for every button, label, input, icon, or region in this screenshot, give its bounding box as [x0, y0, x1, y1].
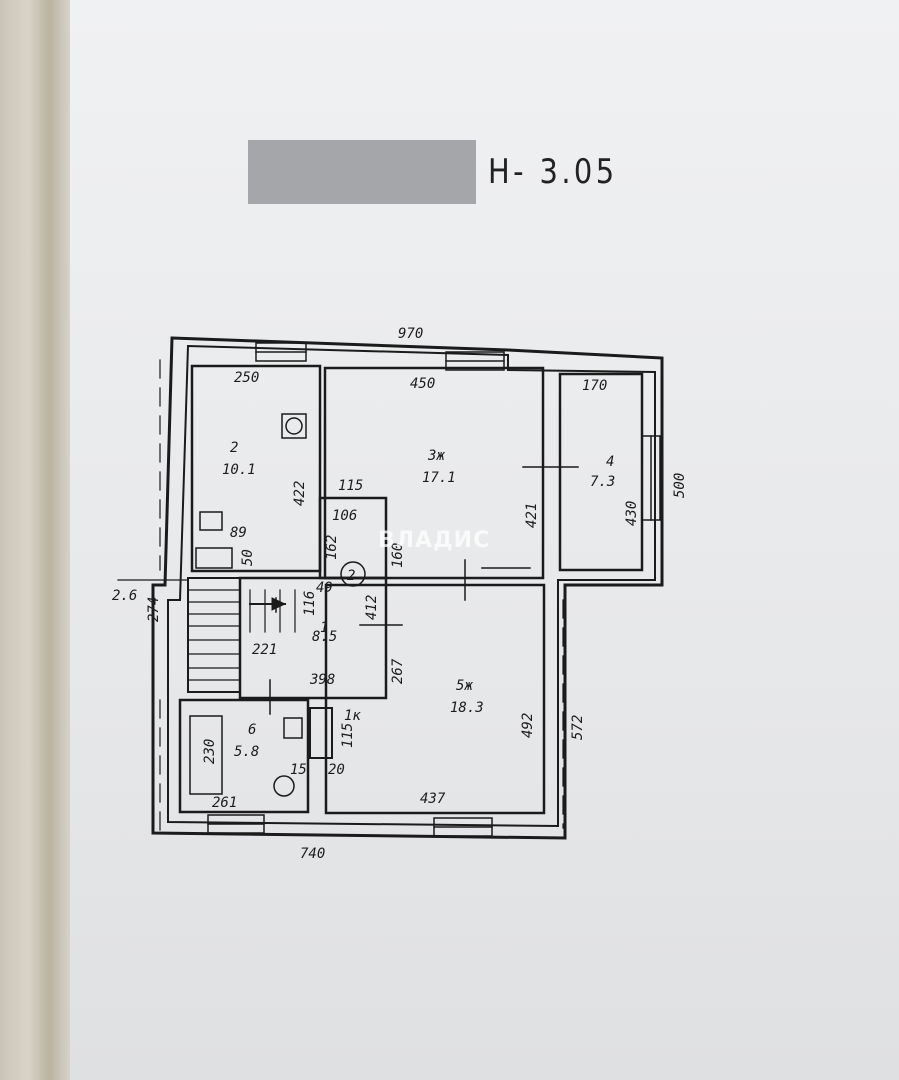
dim-small-3: 1к — [344, 708, 361, 724]
dim-r5-width: 437 — [420, 791, 446, 807]
dim-stair-a: 116 — [302, 591, 318, 616]
dim-r4-height: 430 — [624, 501, 640, 526]
dim-left-upper: 2.6 — [112, 588, 137, 604]
room-2-number: 2 — [230, 440, 238, 456]
outer-wall-outline — [151, 336, 664, 840]
redacted-block — [248, 140, 476, 204]
room-5-number: 5ж — [456, 678, 473, 694]
outer-wall-inner — [167, 344, 656, 828]
room-4-outline — [558, 372, 644, 572]
circle-marker-label: 2 — [347, 568, 355, 584]
dim-stair-d: 221 — [252, 642, 277, 658]
room-3-area: 17.1 — [422, 470, 456, 486]
room-3-number: 3ж — [427, 448, 445, 464]
dim-stair-c: 412 — [364, 595, 380, 620]
dim-hall-height: 162 — [324, 535, 340, 560]
watermark-logo: ВЛАДИС — [378, 528, 491, 553]
boiler-fixture — [199, 511, 223, 531]
dim-r1-width: 398 — [309, 672, 335, 688]
dim-small-5: 15 — [290, 762, 307, 778]
dim-small-1: 89 — [230, 525, 247, 541]
dim-r3-height: 421 — [524, 503, 540, 528]
dim-top-total: 970 — [398, 326, 423, 342]
window-top-left — [255, 342, 307, 362]
dim-small-6: 20 — [328, 762, 345, 778]
dim-right-lower: 572 — [570, 715, 586, 740]
dim-left-mid: 274 — [146, 597, 162, 622]
stair-treads — [187, 589, 296, 681]
binding-edge — [0, 0, 80, 1080]
dim-right-total: 500 — [672, 473, 688, 498]
dim-small-2: 50 — [240, 549, 256, 566]
dim-r6-width: 261 — [212, 795, 237, 811]
dim-closet-height: 160 — [390, 543, 406, 568]
sink-fixture — [195, 547, 233, 569]
dim-r3-width: 450 — [410, 376, 435, 392]
room-3-outline — [323, 366, 545, 580]
dim-r5-height: 492 — [520, 713, 536, 738]
window-bottom-right — [433, 817, 493, 837]
room-1-number: 1 — [320, 620, 328, 636]
plan-code: Н- 3.05 — [488, 152, 618, 192]
paper-sheet — [70, 0, 899, 1080]
room-6-area: 5.8 — [234, 744, 259, 760]
window-bottom-left — [207, 814, 265, 834]
dim-small-4: 115 — [340, 723, 356, 748]
room-2-outline — [190, 364, 322, 573]
duct-block — [309, 707, 333, 759]
dim-hall-width: 115 — [338, 478, 363, 494]
room-5-outline — [324, 583, 546, 815]
room-4-number: 4 — [606, 454, 614, 470]
dimension-lines — [159, 359, 564, 831]
room-5-area: 18.3 — [450, 700, 484, 716]
dim-bottom-total: 740 — [300, 846, 325, 862]
window-top-mid — [445, 351, 505, 371]
circle-marker — [340, 561, 366, 587]
dim-closet-width: 106 — [332, 508, 357, 524]
dim-r1-height: 267 — [390, 658, 406, 684]
room-4-area: 7.3 — [590, 474, 615, 490]
dim-r6-height: 230 — [202, 739, 218, 764]
dim-r4-width: 170 — [582, 378, 607, 394]
dim-r2-width: 250 — [234, 370, 259, 386]
stove-fixture — [281, 413, 307, 439]
dim-stair-b: 49 — [316, 580, 333, 596]
toilet-fixture — [273, 775, 295, 797]
room-6-number: 6 — [248, 722, 256, 738]
washbasin-fixture — [283, 717, 303, 739]
bathtub-fixture — [189, 715, 223, 795]
room-6-outline — [178, 698, 310, 814]
room-1-area: 8.5 — [312, 629, 337, 645]
room-2-area: 10.1 — [222, 462, 256, 478]
window-right — [641, 435, 661, 521]
stairs-outline — [187, 577, 241, 693]
dim-r2-height: 422 — [292, 481, 308, 506]
